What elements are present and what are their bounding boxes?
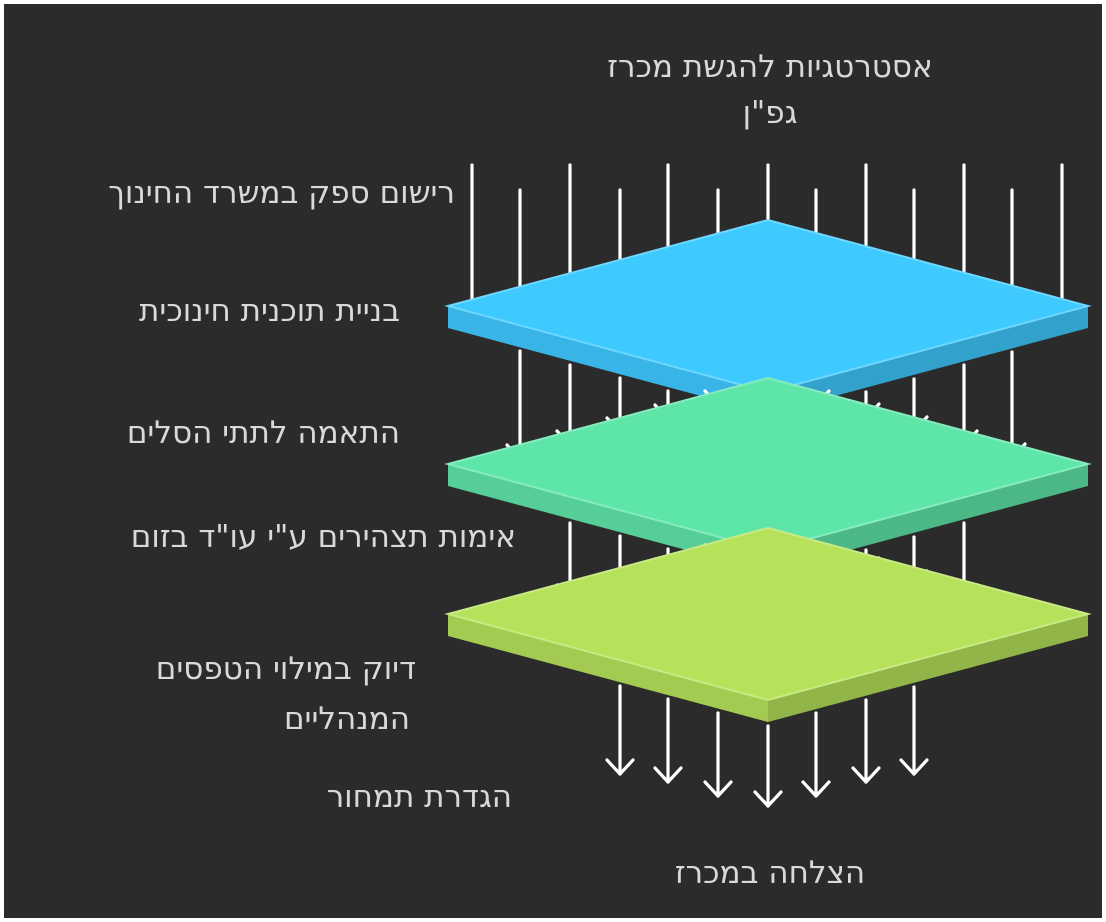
step-label-supplier-registration: רישום ספק במשרד החינוך	[20, 172, 455, 214]
step-label-educational-program: בניית תוכנית חינוכית	[20, 290, 400, 332]
layer-bottom	[448, 528, 1088, 722]
step-label-affidavit-verification: אימות תצהירים ע"י עו"ד בזום	[20, 516, 516, 558]
diagram-title-line1: אסטרטגיות להגשת מכרז	[560, 46, 980, 88]
layer-bottom-top-face	[448, 528, 1088, 700]
step-label-pricing: הגדרת תמחור	[20, 776, 512, 818]
arrow-down	[853, 700, 879, 782]
arrow-down	[803, 713, 829, 796]
arrow-down	[755, 726, 781, 806]
layer-middle-top-face	[448, 378, 1088, 550]
arrow-down	[607, 686, 633, 774]
outcome-label: הצלחה במכרז	[600, 852, 940, 894]
layer-top-top-face	[448, 220, 1088, 392]
diagram-title-line2: גפ"ן	[560, 92, 980, 134]
arrow-down	[655, 699, 681, 782]
arrow-down	[901, 687, 927, 774]
step-label-sub-baskets: התאמה לתתי הסלים	[20, 412, 400, 454]
step-label-form-accuracy-line2: המנהליים	[20, 698, 410, 740]
step-label-form-accuracy: דיוק במילוי הטפסים	[20, 648, 416, 690]
arrow-down	[705, 713, 731, 796]
